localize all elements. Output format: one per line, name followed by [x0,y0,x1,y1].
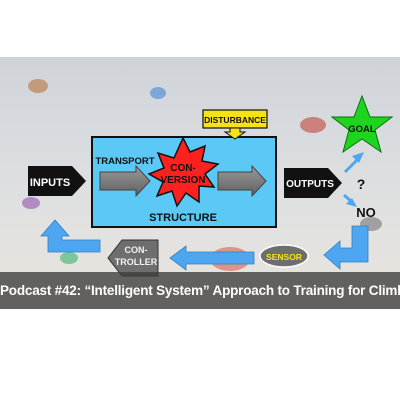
climbing-hold [60,252,78,264]
inputs-arrow [28,166,86,196]
outputs-label: OUTPUTS [286,179,334,190]
no-to-sensor-arrow [323,225,369,270]
structure-label: STRUCTURE [149,212,217,224]
climbing-hold [300,117,326,133]
controller-to-inputs-arrow [40,219,101,253]
sensor-label: SENSOR [266,252,302,262]
caption-bar [0,272,400,309]
climbing-hold [28,79,48,93]
transport-label: TRANSPORT [95,156,154,167]
outputs-to-goal-arrowhead [352,152,364,163]
climbing-hold [22,197,40,209]
goal-star [330,94,394,154]
goal-label: GOAL [348,124,376,135]
sensor-oval [259,244,309,268]
question-mark: ? [357,176,366,192]
inputs-label: INPUTS [30,177,70,189]
outputs-arrow [284,168,342,198]
controller-label-line2: TROLLER [115,257,158,267]
conversion-label-line2: VERSION [160,175,205,186]
podcast-title: Podcast #42: “Intelligent System” Approa… [0,283,400,298]
conversion-starburst [147,136,220,208]
disturbance-label: DISTURBANCE [204,115,266,125]
disturbance-arrow [223,127,247,140]
sensor-to-controller-arrow [169,245,255,271]
conversion-to-output-arrow [217,164,267,198]
outputs-to-no-arrowhead [346,198,357,207]
controller-label-line1: CON- [125,245,148,255]
no-label: NO [356,205,376,220]
climbing-hold [150,87,166,99]
conversion-label-line1: CON- [170,163,196,174]
transport-arrow [99,164,151,198]
